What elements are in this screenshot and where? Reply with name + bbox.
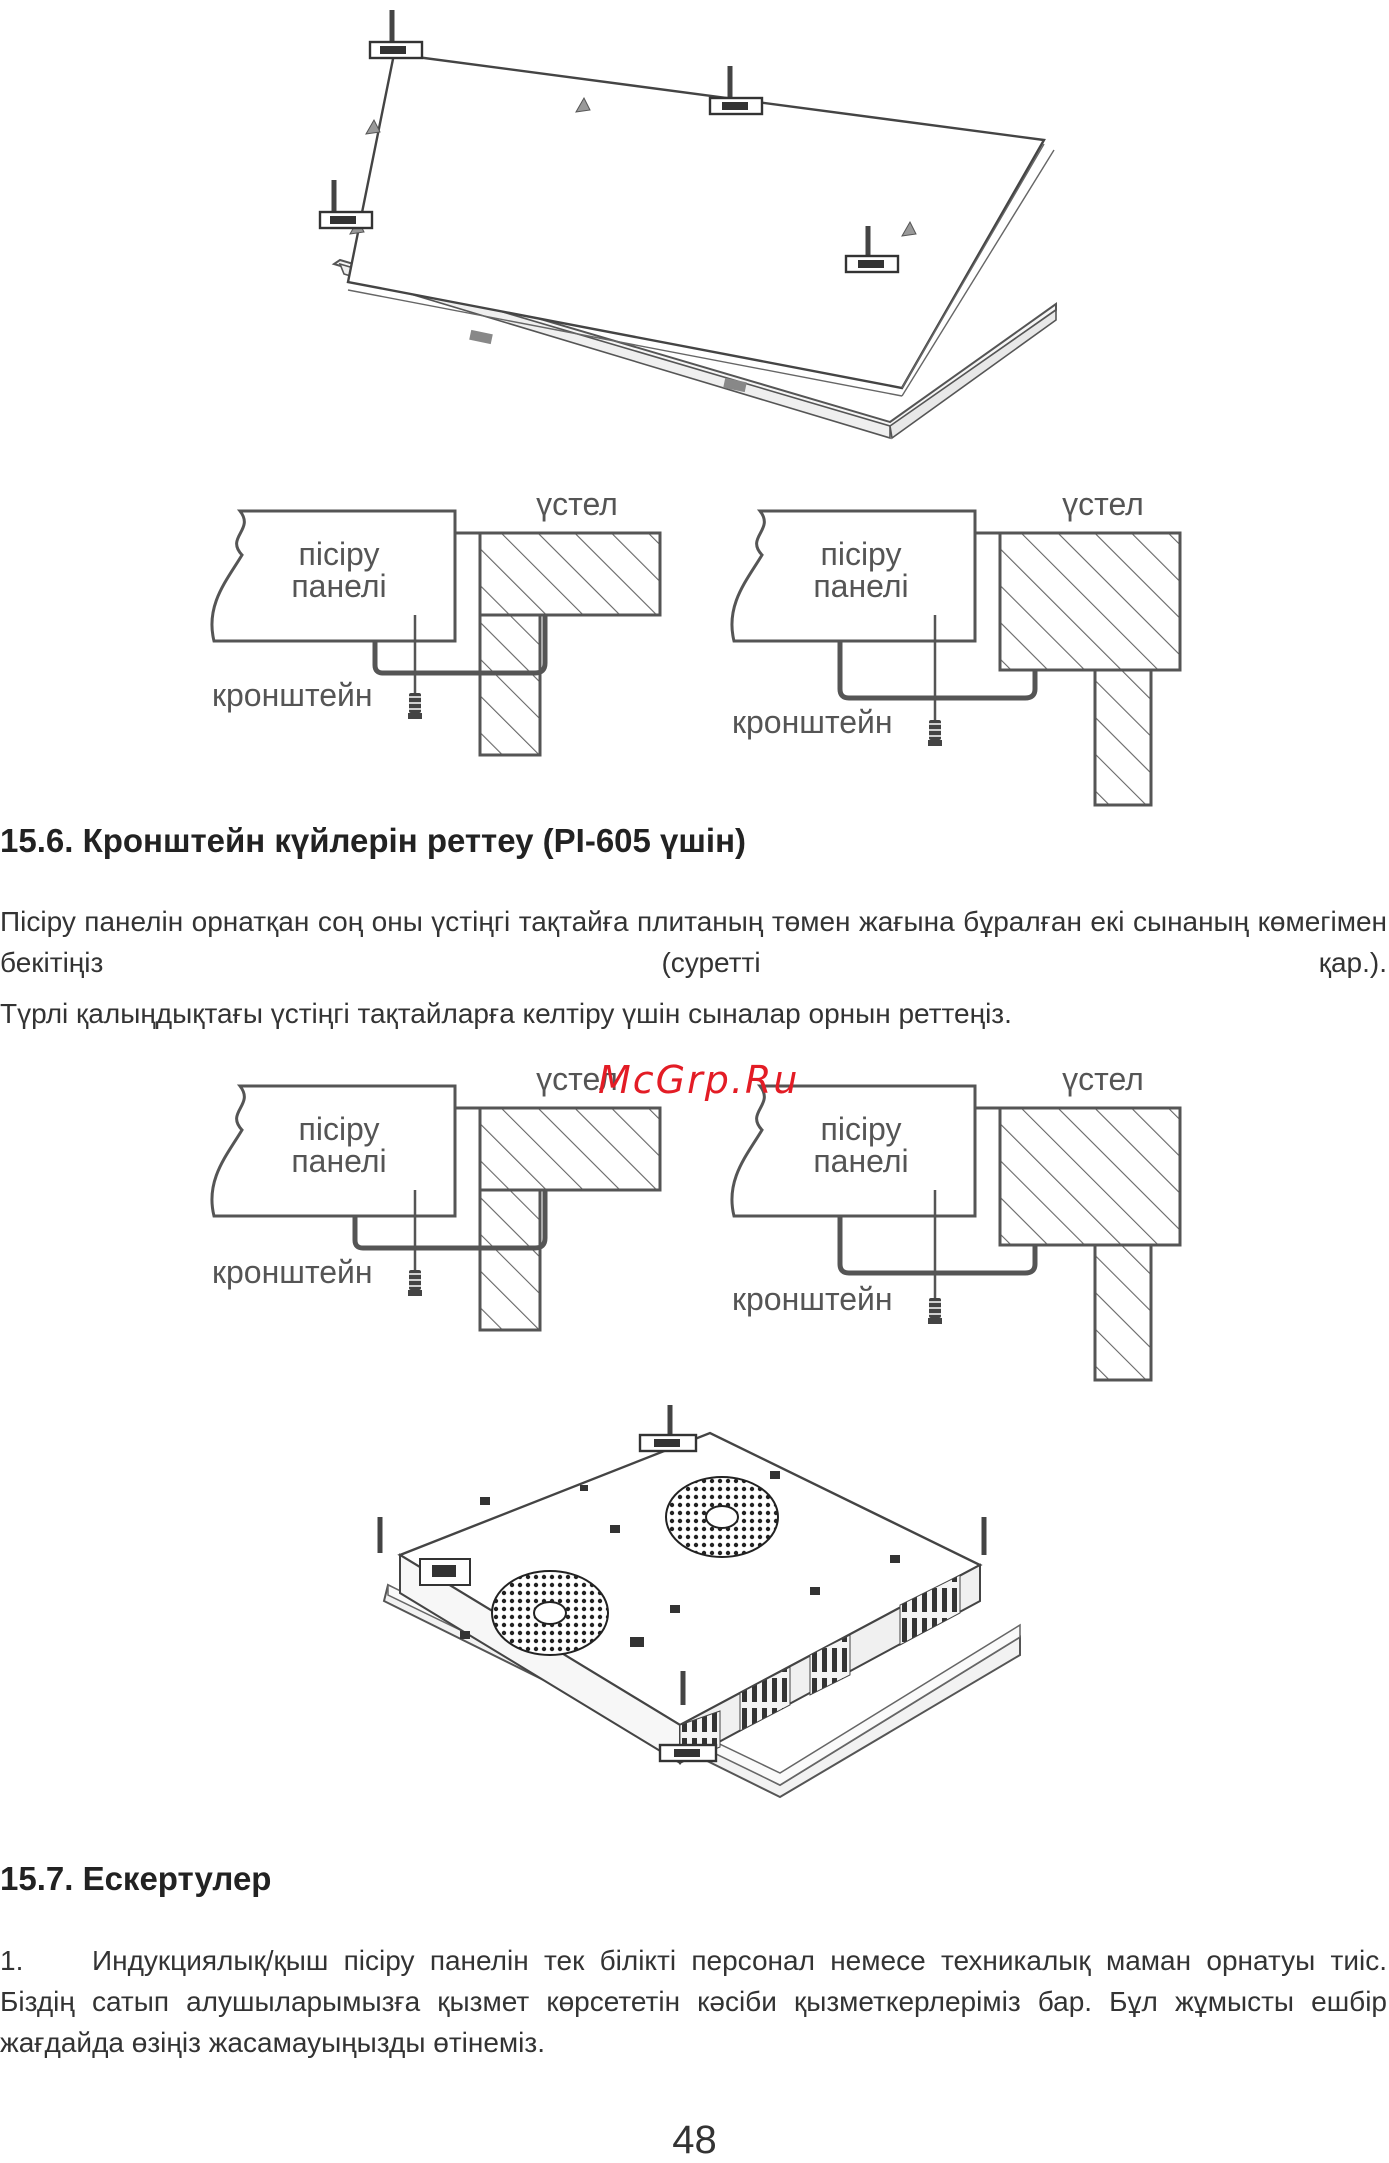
diagram-label-panel-line1: пісіру bbox=[821, 1111, 902, 1147]
diagram-label-panel-line1: пісіру bbox=[821, 536, 902, 572]
section-15-6-paragraph-1: Пісіру панелін орнатқан соң оны үстіңгі … bbox=[0, 906, 1387, 978]
section-heading-15-7: 15.7. Ескертулер bbox=[0, 1860, 272, 1897]
bracket-icon bbox=[844, 226, 900, 274]
hob-underside-illustration bbox=[377, 1405, 1021, 1799]
screw-icon bbox=[407, 693, 423, 719]
section-15-6-paragraph-2: Түрлі қалыңдықтағы үстіңгі тақтайларға к… bbox=[0, 998, 1012, 1029]
diagram-label-bracket: кронштейн bbox=[732, 1281, 893, 1317]
watermark-text: McGrp.Ru bbox=[598, 1058, 800, 1102]
cross-section-diagram-right-2: үстел пісіру панелі кронштейн bbox=[730, 1061, 1182, 1382]
diagram-label-table: үстел bbox=[536, 1061, 618, 1097]
diagram-label-table: үстел bbox=[536, 486, 618, 522]
diagram-label-panel-line2: панелі bbox=[291, 1143, 386, 1179]
cross-section-diagram-left-2: үстел пісіру панелі кронштейн bbox=[210, 1061, 662, 1332]
diagram-label-panel-line1: пісіру bbox=[299, 536, 380, 572]
section-heading-15-6: 15.6. Кронштейн күйлерін реттеу (PI-605 … bbox=[0, 822, 746, 859]
induction-coil-icon bbox=[491, 1570, 609, 1656]
diagram-label-panel-line2: панелі bbox=[813, 1143, 908, 1179]
section-15-7-item-1: 1.Индукциялық/қыш пісіру панелін тек біл… bbox=[0, 1940, 1387, 2063]
list-item-text: Индукциялық/қыш пісіру панелін тек білік… bbox=[0, 1945, 1387, 2058]
diagram-label-panel-line1: пісіру bbox=[299, 1111, 380, 1147]
list-item-number: 1. bbox=[0, 1945, 24, 1976]
diagram-label-table: үстел bbox=[1062, 1061, 1144, 1097]
bracket-icon bbox=[638, 1405, 698, 1453]
diagram-label-bracket: кронштейн bbox=[732, 704, 893, 740]
diagram-label-table: үстел bbox=[1062, 486, 1144, 522]
bracket-icon bbox=[318, 180, 374, 230]
screw-icon bbox=[407, 1270, 423, 1296]
bracket-icon bbox=[658, 1671, 718, 1763]
page-number: 48 bbox=[672, 2118, 717, 2162]
diagram-label-panel-line2: панелі bbox=[813, 568, 908, 604]
screw-icon bbox=[927, 720, 943, 746]
hob-top-view-illustration bbox=[318, 10, 1057, 440]
induction-coil-icon bbox=[665, 1476, 779, 1558]
screw-icon bbox=[927, 1298, 943, 1324]
cross-section-diagram-right: үстел пісіру панелі кронштейн bbox=[730, 486, 1182, 807]
bracket-icon bbox=[368, 10, 424, 60]
bracket-icon bbox=[708, 66, 764, 116]
cross-section-diagram-left: үстел пісіру панелі кронштейн bbox=[210, 486, 662, 757]
diagram-label-bracket: кронштейн bbox=[212, 1254, 373, 1290]
diagram-label-bracket: кронштейн bbox=[212, 677, 373, 713]
diagram-label-panel-line2: панелі bbox=[291, 568, 386, 604]
